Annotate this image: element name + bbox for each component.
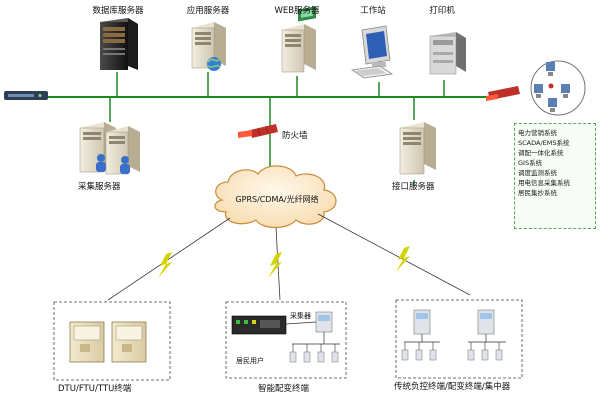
group-frame-dtu [53,301,171,381]
db-server-label: 数据库服务器 [92,6,144,16]
residents-label: 居民用户 [236,357,264,365]
web-server-icon [281,6,316,73]
web-server-label: WEB服务器 [274,6,320,16]
firewall-icon [238,124,278,138]
group2-label: 智能配变终端 [258,384,310,394]
workstation-label: 工作站 [360,6,386,16]
system-item: 调配一体化系统 [518,149,564,157]
workstation-icon [350,25,394,79]
firewall-label: 防火墙 [282,131,308,141]
system-item: 调度监测系统 [518,169,557,177]
legacy-terminal-icon [401,309,506,361]
network-label: GPRS/CDMA/光纤网络 [235,195,319,204]
system-item: 电力营销系统 [518,129,557,137]
interface-server-label: 接口服务器 [392,182,435,192]
right-firewall-icon [486,86,520,101]
dtu-terminal-icon [69,321,147,363]
printer-label: 打印机 [429,6,455,16]
app-server-label: 应用服务器 [186,6,230,16]
systems-panel: 电力营销系统 SCADA/EMS系统 调配一体化系统 GIS系统 调度监测系统 … [514,123,596,229]
database-server-icon [100,18,138,70]
group-frame-smart [225,301,347,379]
network-cloud-icon [214,165,337,229]
system-item: 用电信息采集系统 [518,179,570,187]
interface-server-icon [399,122,436,175]
wireless-link-icon [158,246,410,278]
system-item: GIS系统 [518,159,543,167]
group1-label: DTU/FTU/TTU终端 [58,384,132,394]
collector-label: 采集器 [290,312,311,320]
system-item: 居民集抄系统 [518,189,557,197]
printer-icon [429,32,466,75]
switch-icon [4,91,48,100]
system-item: SCADA/EMS系统 [518,139,570,147]
smart-terminal-icon [231,311,340,363]
remote-users-icon [530,60,586,116]
group-frame-legacy [395,299,523,379]
collector-servers-icon [79,122,140,175]
collect-server-label: 采集服务器 [78,182,121,192]
application-server-icon [191,22,226,71]
group3-label: 传统负控终端/配变终端/集中器 [394,382,511,392]
